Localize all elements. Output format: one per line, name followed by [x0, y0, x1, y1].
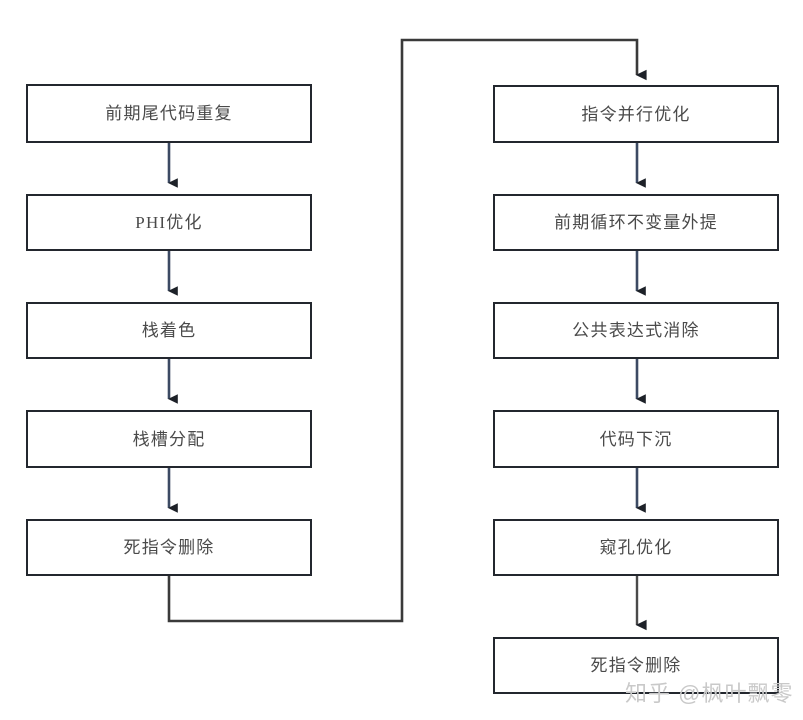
node-label: 窥孔优化 [599, 538, 673, 557]
node-label: 前期尾代码重复 [105, 104, 233, 123]
node-phi-optimization[interactable]: PHI优化 [26, 194, 312, 251]
node-peephole-optimization[interactable]: 窥孔优化 [493, 519, 779, 576]
node-loop-invariant-code-motion[interactable]: 前期循环不变量外提 [493, 194, 779, 251]
node-label: PHI优化 [135, 213, 203, 232]
node-label: 死指令删除 [590, 656, 682, 675]
node-stack-slot-allocation[interactable]: 栈槽分配 [26, 410, 312, 468]
node-label: 代码下沉 [599, 429, 673, 449]
node-pre-tail-code-duplication[interactable]: 前期尾代码重复 [26, 84, 312, 143]
node-label: 前期循环不变量外提 [554, 213, 718, 232]
node-label: 死指令删除 [123, 538, 215, 557]
node-dead-instruction-elimination-right[interactable]: 死指令删除 [493, 637, 779, 694]
node-dead-instruction-elimination-left[interactable]: 死指令删除 [26, 519, 312, 576]
node-code-sinking[interactable]: 代码下沉 [493, 410, 779, 468]
node-stack-coloring[interactable]: 栈着色 [26, 302, 312, 359]
node-label: 指令并行优化 [581, 104, 691, 124]
node-label: 公共表达式消除 [572, 321, 700, 340]
node-instruction-parallel-optimization[interactable]: 指令并行优化 [493, 85, 779, 143]
node-common-subexpression-elimination[interactable]: 公共表达式消除 [493, 302, 779, 359]
node-label: 栈着色 [141, 321, 197, 340]
node-label: 栈槽分配 [132, 429, 206, 449]
